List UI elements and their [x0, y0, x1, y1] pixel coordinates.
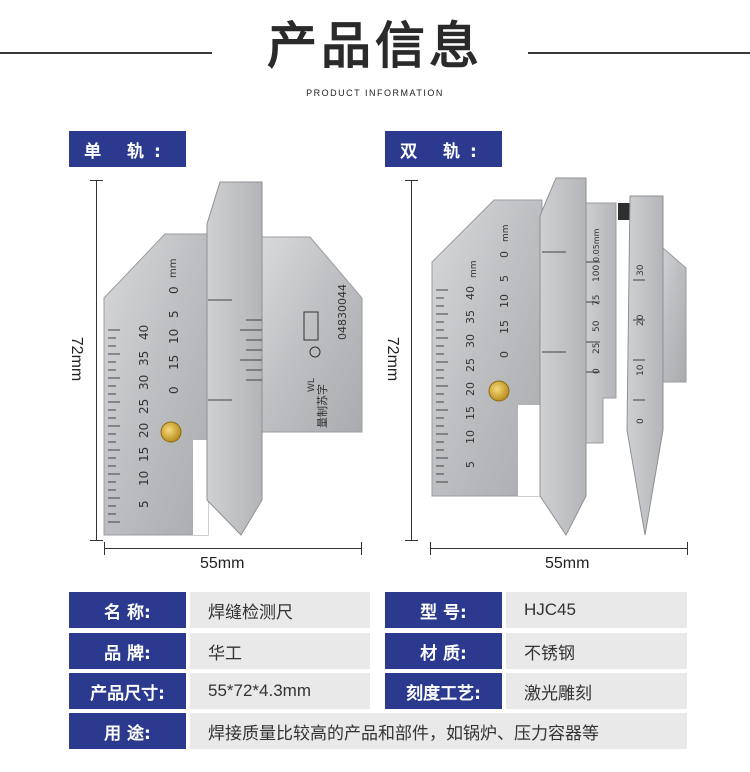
- svg-text:10: 10: [167, 329, 181, 344]
- single-engraving-1: 量制苏字: [315, 384, 329, 428]
- svg-text:10: 10: [498, 294, 511, 308]
- double-gauge-right-blade: [626, 195, 664, 536]
- svg-text:15: 15: [167, 355, 181, 370]
- spec-label-name: 名 称:: [69, 592, 186, 628]
- spec-label-usage: 用 途:: [69, 713, 186, 749]
- svg-text:10: 10: [464, 430, 477, 444]
- single-scale-10: 10: [137, 471, 151, 486]
- spec-value-size: 55*72*4.3mm: [190, 673, 370, 709]
- single-scale-5: 5: [137, 500, 151, 508]
- spec-value-material: 不锈钢: [506, 633, 687, 669]
- svg-text:5: 5: [498, 275, 511, 282]
- spec-value-brand: 华工: [190, 633, 370, 669]
- double-width-label: 55mm: [545, 555, 590, 572]
- single-gauge-blade: [206, 181, 263, 536]
- svg-text:mm: mm: [469, 260, 479, 278]
- svg-text:25: 25: [592, 343, 602, 354]
- header-line-left: [0, 52, 212, 54]
- page-subtitle: PRODUCT INFORMATION: [306, 88, 444, 98]
- spec-label-process: 刻度工艺:: [385, 673, 502, 709]
- single-engraving-3: WL: [307, 378, 317, 392]
- svg-text:15: 15: [464, 406, 477, 420]
- svg-text:0: 0: [498, 251, 511, 258]
- double-rail-tag: 双 轨:: [385, 131, 502, 167]
- single-brass-screw: [160, 421, 182, 443]
- svg-text:75: 75: [592, 295, 602, 306]
- svg-text:40: 40: [464, 286, 477, 300]
- single-rail-tag: 单 轨:: [69, 131, 186, 167]
- single-scale-35: 35: [137, 351, 151, 366]
- svg-text:30: 30: [464, 334, 477, 348]
- svg-text:0: 0: [636, 418, 646, 424]
- spec-value-usage: 焊接质量比较高的产品和部件，如锅炉、压力容器等: [190, 713, 687, 749]
- svg-text:15: 15: [498, 320, 511, 334]
- svg-text:25: 25: [464, 358, 477, 372]
- svg-text:20: 20: [464, 382, 477, 396]
- single-scale-25: 25: [137, 399, 151, 414]
- svg-text:0: 0: [498, 351, 511, 358]
- single-scale-30: 30: [137, 375, 151, 390]
- svg-text:35: 35: [464, 310, 477, 324]
- svg-text:5: 5: [167, 310, 181, 318]
- double-height-line: [411, 180, 412, 540]
- spec-label-size: 产品尺寸:: [69, 673, 186, 709]
- svg-text:5: 5: [464, 461, 477, 468]
- single-width-label: 55mm: [200, 555, 245, 572]
- spec-label-brand: 品 牌:: [69, 633, 186, 669]
- svg-text:50: 50: [592, 320, 602, 332]
- single-scale-15: 15: [137, 447, 151, 462]
- single-unit: mm: [168, 259, 179, 278]
- svg-text:100: 100: [592, 265, 602, 282]
- double-brass-screw: [488, 380, 510, 402]
- single-height-line: [96, 180, 97, 540]
- double-gauge-main-blade: [539, 177, 587, 536]
- svg-text:0: 0: [167, 286, 181, 294]
- single-scale-40: 40: [137, 325, 151, 340]
- single-scale-20: 20: [137, 423, 151, 438]
- svg-text:0: 0: [592, 368, 602, 374]
- single-engraving-2: 04830044: [336, 284, 349, 340]
- spec-value-name: 焊缝检测尺: [190, 592, 370, 628]
- spec-value-process: 激光雕刻: [506, 673, 687, 709]
- header-line-right: [528, 52, 750, 54]
- svg-text:0.05mm: 0.05mm: [592, 228, 601, 262]
- single-width-line: [104, 548, 362, 549]
- svg-text:10: 10: [636, 364, 646, 376]
- svg-text:0: 0: [167, 386, 181, 394]
- spec-label-model: 型 号:: [385, 592, 502, 628]
- page-title: 产品信息: [267, 17, 483, 75]
- svg-text:30: 30: [636, 264, 646, 276]
- spec-label-material: 材 质:: [385, 633, 502, 669]
- svg-text:mm: mm: [501, 224, 511, 242]
- spec-value-model: HJC45: [506, 592, 687, 628]
- double-width-line: [430, 548, 688, 549]
- svg-text:20: 20: [636, 314, 646, 326]
